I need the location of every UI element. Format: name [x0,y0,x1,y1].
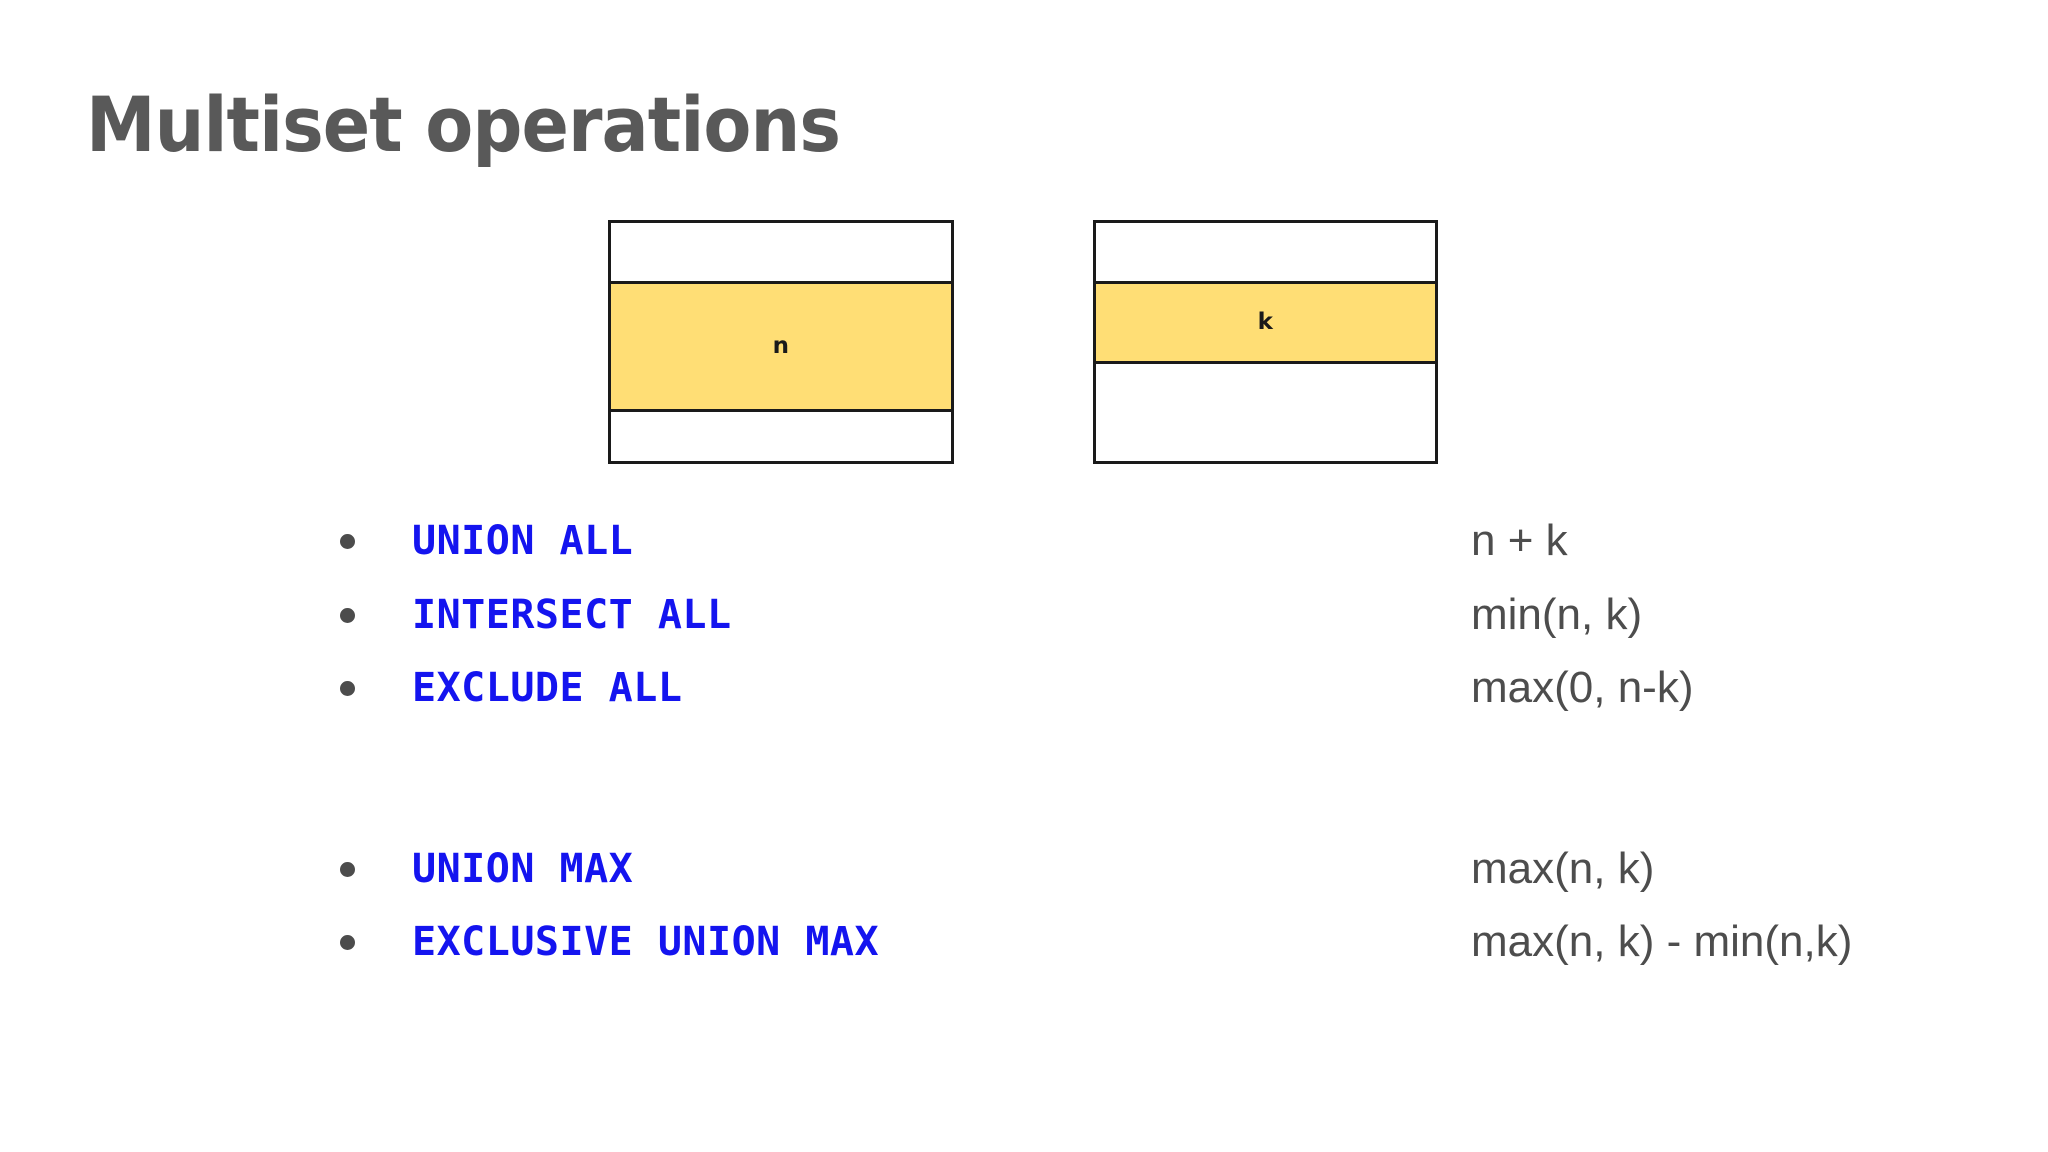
page-title: Multiset operations [86,80,841,169]
operation-formula: max(n, k) [1471,844,1655,893]
operation-formula: max(n, k) - min(n,k) [1471,917,1853,966]
multiset-box-k: k [1093,220,1438,464]
bullet-icon [340,681,355,696]
operation-formula: min(n, k) [1471,590,1643,639]
highlight-band-k: k [1096,281,1435,364]
bullet-icon [340,935,355,950]
operation-name: EXCLUSIVE UNION MAX [412,919,880,965]
operation-name: UNION ALL [412,518,634,564]
highlight-band-n: n [611,281,951,412]
bullet-icon [340,608,355,623]
bullet-icon [340,862,355,877]
bullet-icon [340,534,355,549]
operation-name: UNION MAX [412,846,634,892]
band-label-n: n [772,333,790,359]
operation-formula: n + k [1471,516,1568,565]
operation-formula: max(0, n-k) [1471,663,1694,712]
operation-name: EXCLUDE ALL [412,665,683,711]
band-label-k: k [1257,309,1274,335]
operation-name: INTERSECT ALL [412,592,732,638]
multiset-box-n: n [608,220,954,464]
